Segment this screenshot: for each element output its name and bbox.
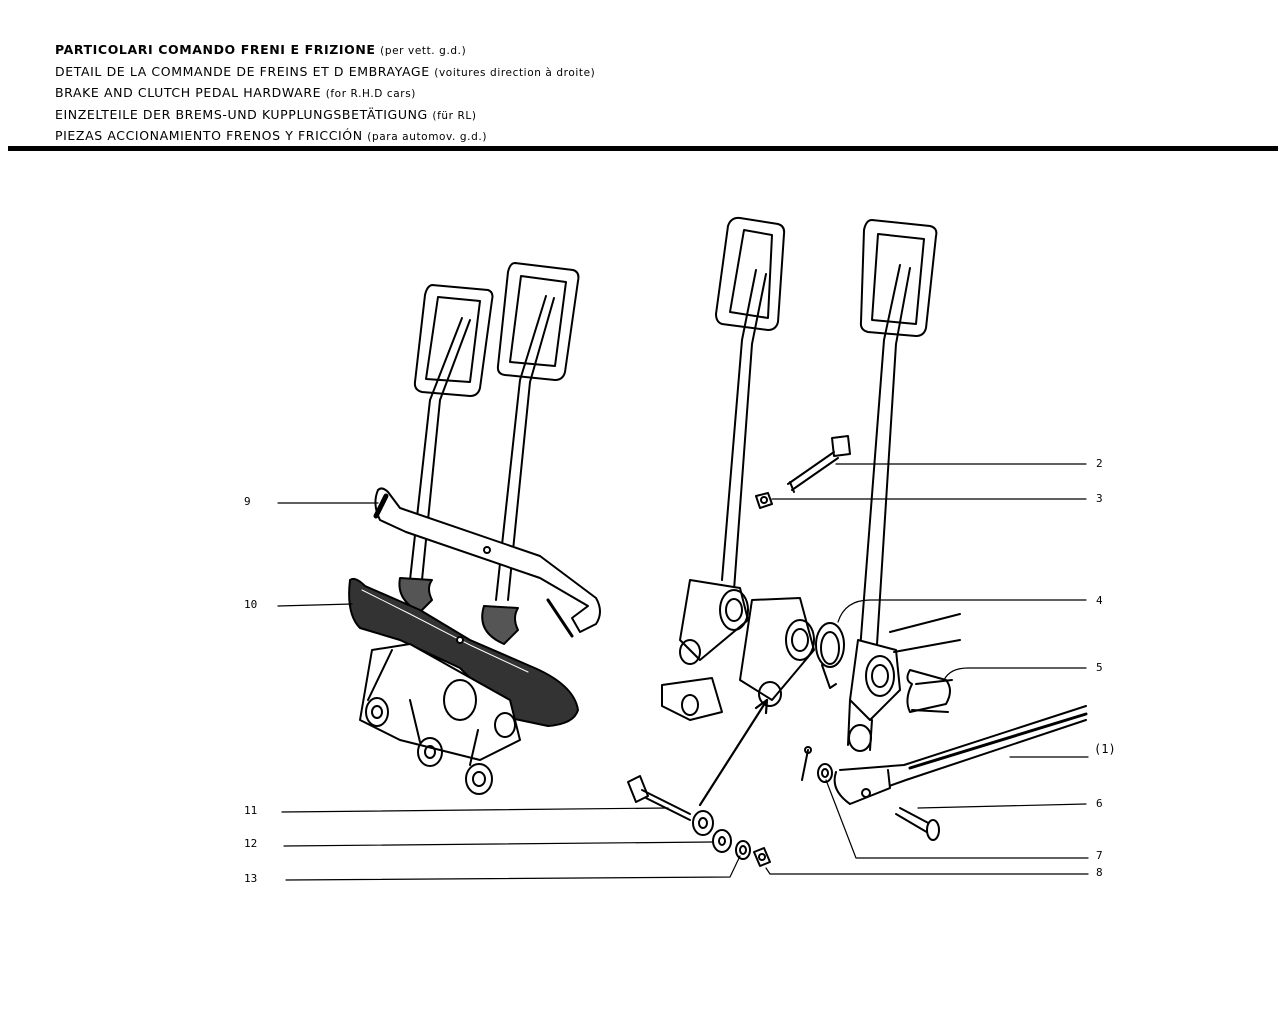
callout-9: 9	[244, 495, 251, 508]
callout-8: 8	[1096, 866, 1103, 879]
callout-5: 5	[1096, 661, 1103, 674]
callout-7: 7	[1096, 849, 1103, 862]
title-block: PARTICOLARI COMANDO FRENI E FRIZIONE (pe…	[55, 40, 595, 148]
callout-1: (1)	[1094, 742, 1116, 756]
title-french: DETAIL DE LA COMMANDE DE FREINS ET D EMB…	[55, 63, 596, 79]
callout-11: 11	[244, 804, 258, 817]
callout-6: 6	[1096, 797, 1103, 810]
callout-13: 13	[244, 872, 258, 885]
title-english: BRAKE AND CLUTCH PEDAL HARDWARE (for R.H…	[55, 85, 416, 100]
callout-10: 10	[244, 598, 258, 611]
title-spanish: PIEZAS ACCIONAMIENTO FRENOS Y FRICCIÓN (…	[55, 128, 488, 143]
right-pedal-assembly	[627, 216, 1088, 867]
title-italian: PARTICOLARI COMANDO FRENI E FRIZIONE (pe…	[55, 42, 467, 57]
callout-4: 4	[1096, 594, 1103, 607]
callout-2: 2	[1096, 457, 1103, 470]
header-divider	[8, 146, 1278, 151]
callout-12: 12	[244, 837, 258, 850]
left-pedal-assembly	[348, 262, 601, 795]
title-german: EINZELTEILE DER BREMS-UND KUPPLUNGSBETÄT…	[55, 106, 477, 122]
leader-lines	[277, 463, 1089, 881]
callout-3: 3	[1096, 492, 1103, 505]
